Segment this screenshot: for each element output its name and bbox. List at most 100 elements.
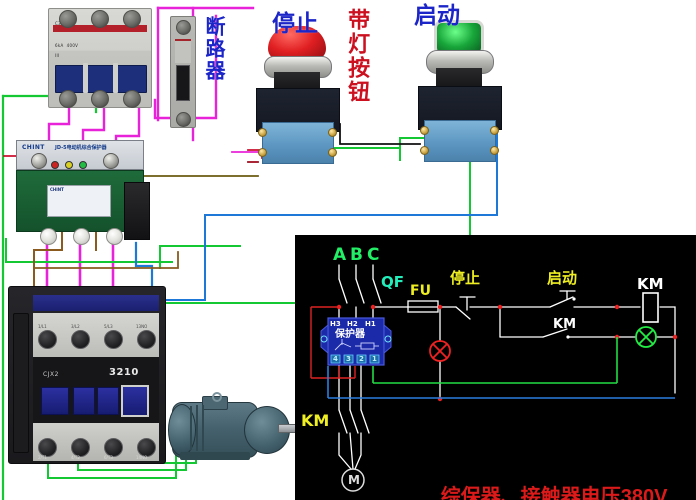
breaker-brand-stripe bbox=[53, 25, 147, 32]
stop-button-screw-1 bbox=[258, 128, 267, 137]
stop-push-button[interactable] bbox=[252, 26, 340, 164]
stop-button-neck bbox=[274, 72, 320, 92]
contactor-terminal-5L3 bbox=[104, 330, 123, 349]
motor-cooling-fins bbox=[190, 406, 192, 450]
schematic-label-phase-a: A bbox=[333, 245, 347, 265]
contactor-label-1L1: 1/L1 bbox=[38, 324, 47, 329]
schematic-junction-nodes bbox=[336, 304, 678, 402]
schematic-label-phase-c: C bbox=[367, 245, 380, 265]
breaker-bottom-lugs bbox=[52, 90, 148, 108]
contactor-terminal-4T2 bbox=[71, 438, 90, 457]
schematic-protector-terminal-h2: H2 bbox=[347, 320, 358, 328]
stop-button-contact-block bbox=[262, 122, 334, 164]
schematic-motor-symbol bbox=[341, 468, 365, 492]
schematic-protector-block bbox=[320, 317, 392, 366]
motor-photo bbox=[168, 392, 300, 464]
lug-bot-1 bbox=[59, 90, 77, 108]
start-button-neck bbox=[436, 68, 482, 90]
schematic-label-km-seal: KM bbox=[553, 317, 577, 332]
motor-cooling-fins bbox=[202, 405, 204, 451]
protector-led-red bbox=[51, 161, 59, 169]
protector-knob-left[interactable] bbox=[31, 153, 47, 169]
contactor-top-bar bbox=[33, 295, 159, 311]
schematic-green-lamp bbox=[635, 326, 657, 348]
lug-top-1 bbox=[59, 10, 77, 28]
contactor-model-text: 3210 bbox=[109, 367, 139, 378]
protector-model-text: JD-5电动机综合保护器 bbox=[55, 145, 107, 151]
schematic-green-wire bbox=[372, 337, 618, 384]
contactor-label-13NO: 13NO bbox=[136, 324, 148, 329]
protector-knob-right[interactable] bbox=[103, 153, 119, 169]
contactor-terminal-6T3 bbox=[104, 438, 123, 457]
motor-foot bbox=[180, 452, 250, 460]
breaker-top-lugs bbox=[52, 10, 148, 28]
stop-button-screw-4 bbox=[328, 148, 337, 157]
contactor-label-14NO: 14NO bbox=[136, 455, 148, 460]
motor-protector-relay: CHINT JD-5电动机综合保护器 bbox=[16, 140, 144, 170]
schematic-label-motor-m: M bbox=[348, 473, 360, 487]
schematic-label-qf: QF bbox=[381, 273, 404, 291]
contactor-window-2 bbox=[73, 387, 95, 415]
start-push-button[interactable] bbox=[414, 20, 502, 162]
stop-button-head[interactable] bbox=[268, 26, 326, 60]
schematic-panel: A B C QF FU 停止 启动 KM KM KM M H3 H2 H1 保护… bbox=[295, 235, 696, 500]
motor-cooling-fins bbox=[196, 405, 198, 451]
contactor-terminal-3L2 bbox=[71, 330, 90, 349]
contactor-terminal-13NO bbox=[137, 330, 156, 349]
protector-pcb-body: CHINT bbox=[16, 170, 144, 232]
schematic-protector-pad-2: 2 bbox=[359, 355, 364, 363]
protector-terminal-1 bbox=[40, 228, 57, 245]
schematic-label-stop: 停止 bbox=[450, 269, 481, 287]
start-button-screw-1 bbox=[420, 126, 429, 135]
breaker-lever[interactable] bbox=[55, 65, 147, 93]
start-button-screw-2 bbox=[420, 146, 429, 155]
contactor-din-clip bbox=[13, 313, 29, 453]
schematic-background bbox=[295, 235, 696, 500]
schematic-main-wires bbox=[338, 264, 676, 470]
contactor-window-4 bbox=[121, 385, 149, 417]
motor-eyebolt bbox=[212, 392, 222, 402]
breaker1-lug-bottom bbox=[176, 112, 191, 127]
lug-bot-2 bbox=[91, 90, 109, 108]
contactor-label-5L3: 5/L3 bbox=[104, 324, 113, 329]
start-button-screw-3 bbox=[490, 126, 499, 135]
contactor-brand-text: CJX2 bbox=[43, 371, 59, 378]
lug-bot-3 bbox=[123, 90, 141, 108]
contactor-label-2T1: 2/T1 bbox=[38, 455, 47, 460]
schematic-red-wire bbox=[310, 306, 356, 379]
breaker-lever-gap-1 bbox=[83, 63, 88, 93]
contactor-terminal-14NO bbox=[137, 438, 156, 457]
breaker1-lug-top bbox=[176, 20, 191, 35]
breaker-print-2: 6kA 400V bbox=[55, 43, 79, 48]
contactor-window-1 bbox=[41, 387, 69, 415]
stop-button-screw-2 bbox=[258, 148, 267, 157]
contactor-terminal-1L1 bbox=[38, 330, 57, 349]
lug-top-2 bbox=[91, 10, 109, 28]
lug-top-3 bbox=[123, 10, 141, 28]
label-stop-button: 停止 bbox=[272, 11, 318, 37]
schematic-label-km-main: KM bbox=[301, 411, 330, 430]
protector-terminal-2 bbox=[73, 228, 90, 245]
breaker1-window bbox=[176, 65, 190, 101]
schematic-label-fu: FU bbox=[410, 283, 431, 299]
schematic-svg bbox=[295, 235, 696, 500]
contactor-label-3L2: 3/L2 bbox=[71, 324, 80, 329]
breaker-print-3: III bbox=[55, 53, 60, 58]
contactor-label-6T3: 6/T3 bbox=[104, 455, 113, 460]
schematic-protector-terminal-h3: H3 bbox=[330, 320, 341, 328]
start-button-screw-4 bbox=[490, 146, 499, 155]
protector-card-brand: CHINT bbox=[50, 187, 64, 192]
schematic-blue-wire bbox=[327, 366, 675, 399]
schematic-caption: 综保器、接触器电压380V bbox=[399, 465, 668, 500]
contactor-window-3 bbox=[97, 387, 119, 415]
label-start-button: 启动 bbox=[414, 3, 460, 29]
contactor-label-4T2: 4/T2 bbox=[71, 455, 80, 460]
schematic-caption-text: 综保器、接触器电压 bbox=[440, 484, 621, 500]
contactor: CJX2 3210 bbox=[8, 286, 166, 464]
stop-button-screw-3 bbox=[328, 128, 337, 137]
start-button-contact-block bbox=[424, 120, 496, 162]
schematic-label-phase-b: B bbox=[350, 245, 363, 265]
schematic-red-lamp bbox=[429, 340, 451, 362]
contactor-terminal-2T1 bbox=[38, 438, 57, 457]
